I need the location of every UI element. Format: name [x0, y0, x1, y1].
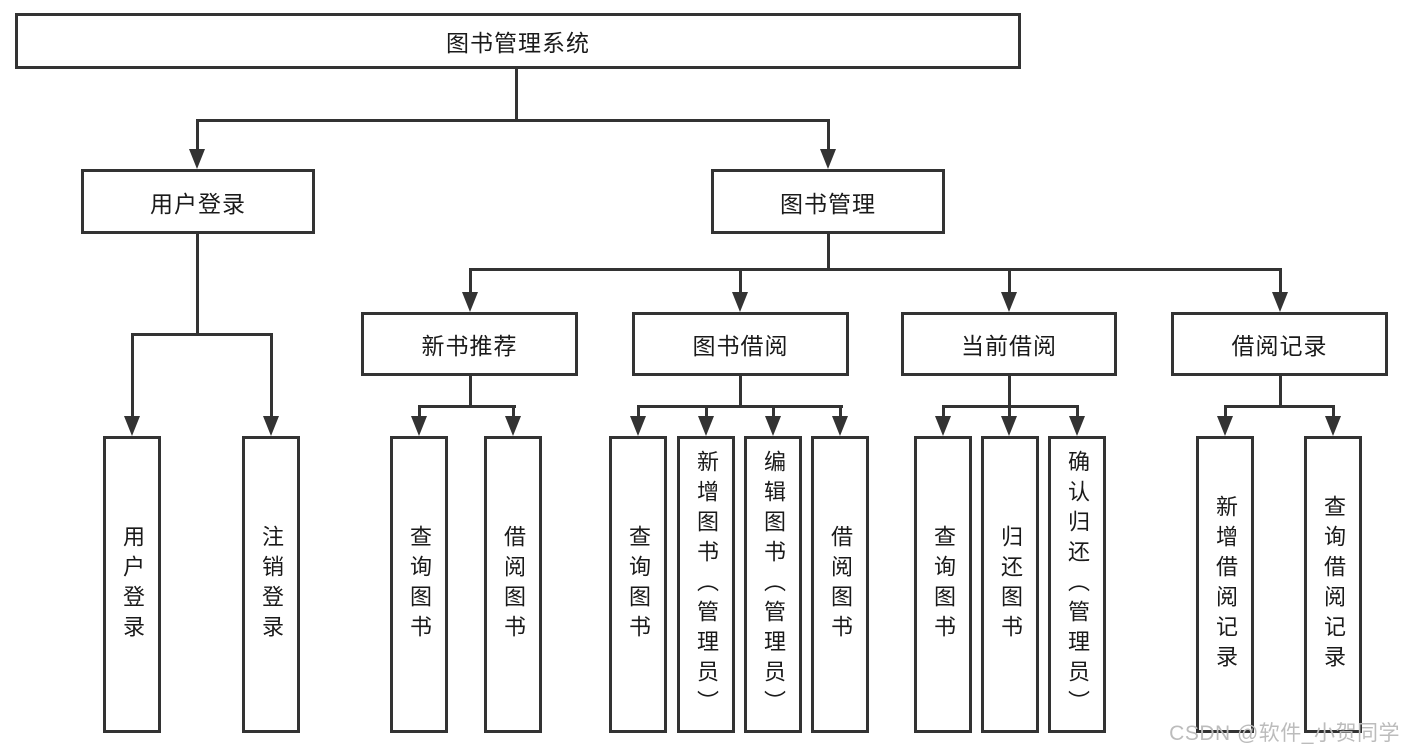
- node-library-management-system: 图书管理系统: [15, 13, 1021, 69]
- arrowhead: [732, 292, 748, 312]
- connector-line: [827, 233, 830, 270]
- connector-line: [827, 119, 830, 151]
- arrowhead: [1272, 292, 1288, 312]
- arrowhead: [462, 292, 478, 312]
- node-label: 用户登录: [150, 190, 246, 217]
- connector-line: [942, 405, 945, 418]
- arrowhead: [124, 416, 140, 436]
- connector-line: [469, 376, 472, 407]
- arrowhead: [765, 416, 781, 436]
- connector-line: [196, 233, 199, 335]
- leaf-label: 借阅图书: [828, 524, 853, 645]
- connector-line: [839, 405, 842, 418]
- leaf-label: 归还图书: [998, 524, 1023, 645]
- connector-line: [196, 119, 830, 122]
- leaf-label: 编辑图书（管理员）: [761, 449, 786, 720]
- arrowhead: [630, 416, 646, 436]
- node-label: 图书借阅: [692, 333, 789, 359]
- connector-line: [512, 405, 515, 418]
- connector-line: [196, 119, 199, 151]
- connector-line: [772, 405, 775, 418]
- connector-line: [1008, 268, 1011, 294]
- leaf-user-login: 用户登录: [103, 436, 161, 733]
- leaf-borrow-books-borrowing: 借阅图书: [811, 436, 869, 733]
- node-user-login: 用户登录: [81, 169, 315, 234]
- connector-line: [515, 69, 518, 120]
- node-label: 新书推荐: [421, 333, 518, 359]
- leaf-logout: 注销登录: [242, 436, 300, 733]
- leaf-confirm-return-admin: 确认归还（管理员）: [1048, 436, 1106, 733]
- connector-line: [270, 333, 273, 417]
- connector-line: [1008, 405, 1011, 418]
- leaf-label: 用户登录: [120, 524, 145, 645]
- connector-line: [1008, 376, 1011, 407]
- connector-line: [131, 333, 273, 336]
- leaf-edit-books-admin: 编辑图书（管理员）: [744, 436, 802, 733]
- leaf-label: 查询图书: [407, 524, 432, 645]
- node-book-borrowing: 图书借阅: [632, 312, 849, 376]
- connector-line: [1279, 268, 1282, 294]
- arrowhead: [820, 149, 836, 169]
- leaf-query-borrow-record: 查询借阅记录: [1304, 436, 1362, 733]
- leaf-label: 查询图书: [626, 524, 651, 645]
- connector-line: [1076, 405, 1079, 418]
- connector-line: [739, 268, 742, 294]
- arrowhead: [1001, 292, 1017, 312]
- arrowhead: [1069, 416, 1085, 436]
- connector-line: [739, 376, 742, 407]
- connector-line: [418, 405, 421, 418]
- leaf-label: 注销登录: [259, 524, 284, 645]
- connector-line: [637, 405, 640, 418]
- connector-line: [131, 333, 134, 417]
- arrowhead: [189, 149, 205, 169]
- node-borrowing-records: 借阅记录: [1171, 312, 1388, 376]
- node-label: 图书管理: [780, 190, 876, 217]
- connector-line: [705, 405, 708, 418]
- node-book-management: 图书管理: [711, 169, 945, 234]
- connector-line: [469, 268, 1282, 271]
- arrowhead: [263, 416, 279, 436]
- connector-line: [1224, 405, 1335, 408]
- leaf-query-books-current: 查询图书: [914, 436, 972, 733]
- arrowhead: [1325, 416, 1341, 436]
- leaf-label: 查询借阅记录: [1321, 494, 1346, 675]
- node-label: 借阅记录: [1231, 333, 1328, 359]
- leaf-label: 确认归还（管理员）: [1065, 449, 1090, 720]
- arrowhead: [935, 416, 951, 436]
- arrowhead: [832, 416, 848, 436]
- leaf-label: 新增图书（管理员）: [694, 449, 719, 720]
- connector-line: [1279, 376, 1282, 407]
- connector-line: [418, 405, 516, 408]
- connector-line: [637, 405, 843, 408]
- connector-line: [469, 268, 472, 294]
- leaf-label: 借阅图书: [501, 524, 526, 645]
- node-new-book-recommendation: 新书推荐: [361, 312, 578, 376]
- leaf-return-books: 归还图书: [981, 436, 1039, 733]
- connector-line: [1224, 405, 1227, 418]
- arrowhead: [1217, 416, 1233, 436]
- arrowhead: [698, 416, 714, 436]
- connector-line: [1332, 405, 1335, 418]
- leaf-add-books-admin: 新增图书（管理员）: [677, 436, 735, 733]
- leaf-query-books-borrowing: 查询图书: [609, 436, 667, 733]
- arrowhead: [505, 416, 521, 436]
- node-current-borrowing: 当前借阅: [901, 312, 1117, 376]
- leaf-label: 新增借阅记录: [1213, 494, 1238, 675]
- leaf-borrow-books-recommend: 借阅图书: [484, 436, 542, 733]
- watermark-text: CSDN @软件_小贺同学: [1169, 722, 1400, 745]
- leaf-add-borrow-record: 新增借阅记录: [1196, 436, 1254, 733]
- leaf-query-books-recommend: 查询图书: [390, 436, 448, 733]
- node-label: 图书管理系统: [446, 30, 590, 56]
- node-label: 当前借阅: [961, 333, 1057, 359]
- arrowhead: [411, 416, 427, 436]
- leaf-label: 查询图书: [931, 524, 956, 645]
- arrowhead: [1001, 416, 1017, 436]
